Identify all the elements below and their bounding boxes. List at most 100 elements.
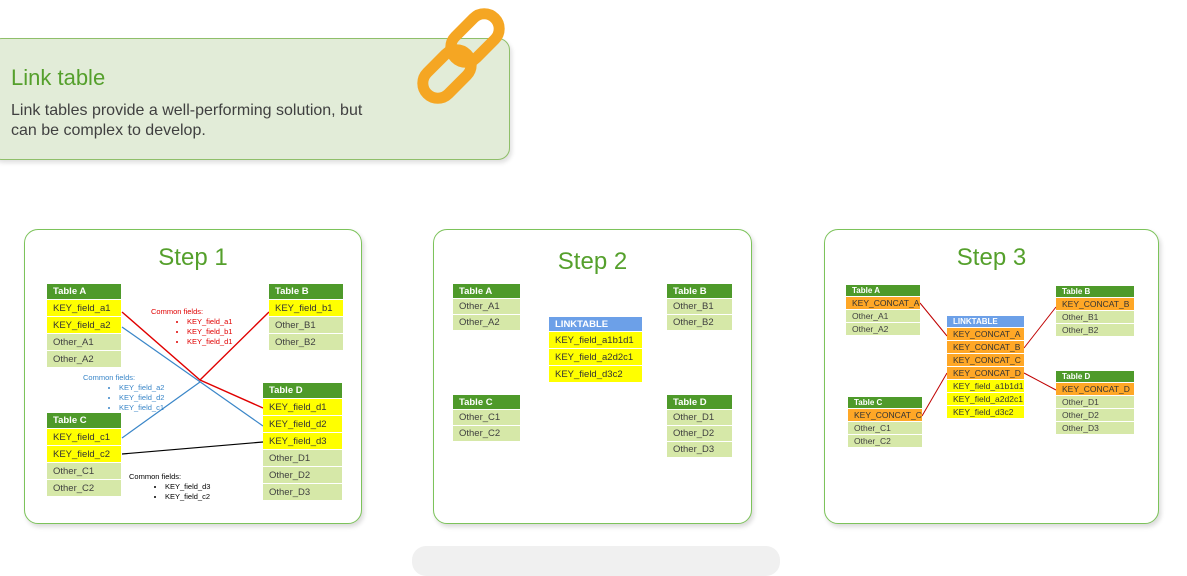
common-fields-red-note: Common fields: KEY_field_a1 KEY_field_b1… xyxy=(151,307,232,347)
note-item: KEY_field_b1 xyxy=(187,327,232,337)
note-item: KEY_field_d1 xyxy=(187,337,232,347)
table-row: KEY_field_a1 xyxy=(47,300,121,317)
table-row: Other_A1 xyxy=(47,334,121,351)
note-item: KEY_field_a1 xyxy=(187,317,232,327)
table-header: Table D xyxy=(1056,371,1134,383)
note-title: Common fields: xyxy=(151,307,204,316)
note-item: KEY_field_d3 xyxy=(165,482,210,492)
linktable-header: LINKTABLE xyxy=(549,317,642,332)
table-row: Other_D3 xyxy=(667,442,732,458)
table-row: Other_D2 xyxy=(1056,409,1134,422)
table-row: KEY_field_a1b1d1 xyxy=(549,332,642,349)
table-header: Table D xyxy=(263,383,342,399)
table-row: Other_C1 xyxy=(848,422,922,435)
step2-table-b: Table B Other_B1 Other_B2 xyxy=(667,284,732,331)
table-row: Other_D1 xyxy=(1056,396,1134,409)
table-row: Other_C1 xyxy=(47,463,121,480)
table-row: KEY_field_d3c2 xyxy=(947,406,1024,419)
table-row: Other_A2 xyxy=(846,323,920,336)
link-line-a xyxy=(919,302,948,337)
table-row: KEY_field_a2d2c1 xyxy=(549,349,642,366)
table-row: KEY_CONCAT_C xyxy=(848,409,922,422)
table-row: Other_C2 xyxy=(47,480,121,497)
table-row: KEY_field_d2 xyxy=(263,416,342,433)
table-row: Other_C1 xyxy=(453,410,520,426)
step1-title: Step 1 xyxy=(158,244,228,271)
common-fields-black-note: Common fields: KEY_field_d3 KEY_field_c2 xyxy=(129,472,210,502)
step2-table-c: Table C Other_C1 Other_C2 xyxy=(453,395,520,442)
table-row: Other_A1 xyxy=(846,310,920,323)
common-fields-blue-note: Common fields: KEY_field_a2 KEY_field_d2… xyxy=(83,373,164,413)
table-header: Table D xyxy=(667,395,732,410)
table-row: KEY_CONCAT_A xyxy=(947,328,1024,341)
blue-link-line-c xyxy=(121,381,201,439)
table-row: Other_B2 xyxy=(1056,324,1134,337)
table-header: Table A xyxy=(453,284,520,299)
note-title: Common fields: xyxy=(83,373,136,382)
step1-panel: Step 1 Table A KEY_field_a1 KEY_field_a2… xyxy=(24,229,362,524)
note-item: KEY_field_d2 xyxy=(119,393,164,403)
link-line-b xyxy=(1023,306,1057,349)
note-item: KEY_field_a2 xyxy=(119,383,164,393)
table-row: KEY_field_a1b1d1 xyxy=(947,380,1024,393)
step2-table-d: Table D Other_D1 Other_D2 Other_D3 xyxy=(667,395,732,458)
table-header: Table B xyxy=(667,284,732,299)
step3-table-b: Table B KEY_CONCAT_B Other_B1 Other_B2 xyxy=(1056,286,1134,337)
table-row: KEY_field_a2 xyxy=(47,317,121,334)
table-row: Other_B1 xyxy=(667,299,732,315)
bottom-rounded-shape xyxy=(412,546,780,576)
link-line-d xyxy=(1023,372,1057,391)
table-row: KEY_field_c2 xyxy=(47,446,121,463)
table-row: KEY_CONCAT_B xyxy=(947,341,1024,354)
table-row: Other_C2 xyxy=(453,426,520,442)
table-row: Other_A1 xyxy=(453,299,520,315)
red-link-line-b xyxy=(199,311,270,381)
table-header: Table A xyxy=(47,284,121,300)
step2-table-a: Table A Other_A1 Other_A2 xyxy=(453,284,520,331)
step1-table-d: Table D KEY_field_d1 KEY_field_d2 KEY_fi… xyxy=(263,383,342,501)
step1-table-c: Table C KEY_field_c1 KEY_field_c2 Other_… xyxy=(47,413,121,497)
table-row: Other_B1 xyxy=(1056,311,1134,324)
table-row: KEY_CONCAT_D xyxy=(1056,383,1134,396)
table-row: Other_C2 xyxy=(848,435,922,448)
step3-table-c: Table C KEY_CONCAT_C Other_C1 Other_C2 xyxy=(848,397,922,448)
table-header: Table B xyxy=(269,284,343,300)
callout-body: Link tables provide a well-performing so… xyxy=(11,102,363,139)
table-row: KEY_field_d1 xyxy=(263,399,342,416)
note-title: Common fields: xyxy=(129,472,182,481)
step3-panel: Step 3 Table A KEY_CONCAT_A Other_A1 Oth… xyxy=(824,229,1159,524)
blue-link-line xyxy=(121,326,264,427)
table-header: Table A xyxy=(846,285,920,297)
note-item: KEY_field_c1 xyxy=(119,403,164,413)
table-row: Other_B1 xyxy=(269,317,343,334)
step2-panel: Step 2 Table A Other_A1 Other_A2 Table B… xyxy=(433,229,752,524)
table-row: Other_D1 xyxy=(263,450,342,467)
step1-table-a: Table A KEY_field_a1 KEY_field_a2 Other_… xyxy=(47,284,121,368)
step3-linktable: LINKTABLE KEY_CONCAT_A KEY_CONCAT_B KEY_… xyxy=(947,316,1024,419)
note-item: KEY_field_c2 xyxy=(165,492,210,502)
table-row: Other_D3 xyxy=(263,484,342,501)
table-row: KEY_field_b1 xyxy=(269,300,343,317)
step3-title: Step 3 xyxy=(956,244,1027,271)
step2-linktable: LINKTABLE KEY_field_a1b1d1 KEY_field_a2d… xyxy=(549,317,642,383)
table-row: Other_B2 xyxy=(269,334,343,351)
linktable-header: LINKTABLE xyxy=(947,316,1024,328)
link-line-c xyxy=(921,372,948,417)
step1-connector-lines xyxy=(121,311,270,455)
table-row: Other_D2 xyxy=(263,467,342,484)
table-row: KEY_field_a2d2c1 xyxy=(947,393,1024,406)
table-row: KEY_CONCAT_A xyxy=(846,297,920,310)
step1-table-b: Table B KEY_field_b1 Other_B1 Other_B2 xyxy=(269,284,343,351)
table-row: Other_D2 xyxy=(667,426,732,442)
table-row: Other_D1 xyxy=(667,410,732,426)
table-row: KEY_CONCAT_C xyxy=(947,354,1024,367)
step2-title: Step 2 xyxy=(557,248,628,275)
table-row: Other_B2 xyxy=(667,315,732,331)
table-row: Other_A2 xyxy=(453,315,520,331)
step3-connector-lines xyxy=(919,302,1057,417)
callout-title: Link table xyxy=(11,65,106,90)
table-header: Table C xyxy=(47,413,121,429)
chain-link-icon xyxy=(417,8,505,104)
table-row: Other_A2 xyxy=(47,351,121,368)
table-row: KEY_field_c1 xyxy=(47,429,121,446)
